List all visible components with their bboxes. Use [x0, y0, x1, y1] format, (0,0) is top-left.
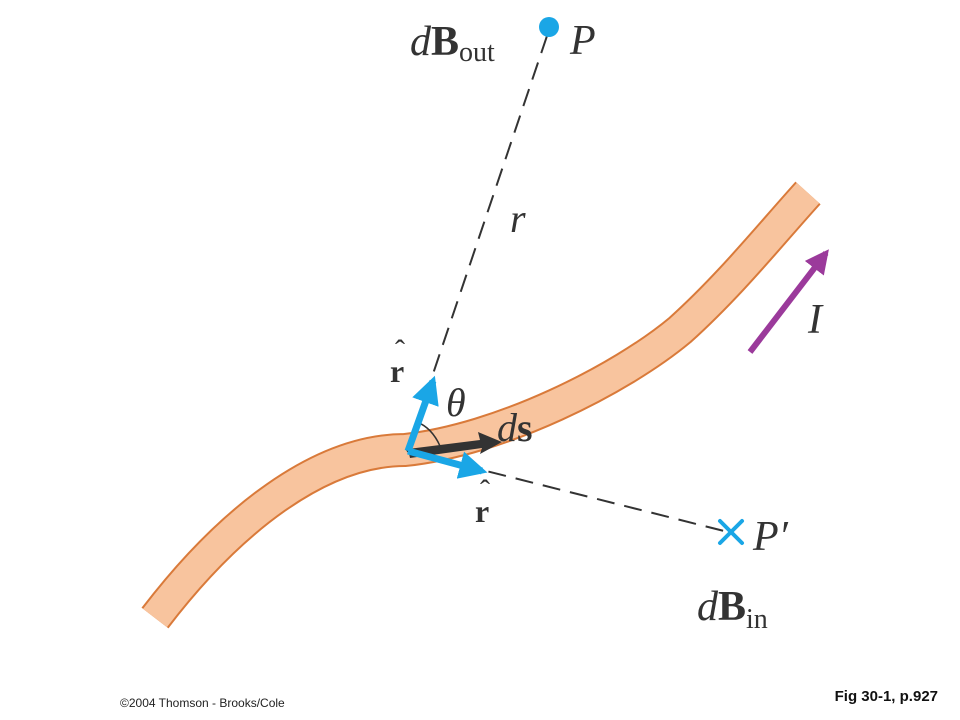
- label-ds: ds: [497, 405, 533, 450]
- label-db-out: dBout: [410, 19, 495, 68]
- wire: [143, 182, 820, 628]
- r-hat-vector-down: [407, 447, 488, 479]
- ds-vector: [408, 432, 502, 458]
- label-db-in: dBin: [697, 584, 768, 635]
- copyright-text: ©2004 Thomson - Brooks/Cole: [120, 696, 285, 710]
- point-p-prime-cross: [718, 519, 744, 545]
- wire-edge: [141, 181, 821, 629]
- label-r-hat-lower-accent: ˆ: [480, 474, 490, 507]
- label-r: r: [510, 196, 526, 241]
- dashed-line-to-p: [406, 29, 550, 452]
- r-hat-vector-up: [404, 375, 439, 453]
- label-r-hat-upper-accent: ˆ: [395, 334, 405, 367]
- label-r-hat-upper: r: [390, 353, 404, 389]
- current-arrow: [747, 249, 829, 354]
- point-p-dot: [539, 17, 559, 37]
- label-p: P: [569, 18, 596, 64]
- label-theta: θ: [446, 380, 466, 425]
- figure-caption: Fig 30-1, p.927: [834, 688, 938, 705]
- label-r-hat-lower: r: [475, 493, 489, 529]
- label-current-i: I: [807, 297, 824, 343]
- label-p-prime: P′: [752, 514, 789, 560]
